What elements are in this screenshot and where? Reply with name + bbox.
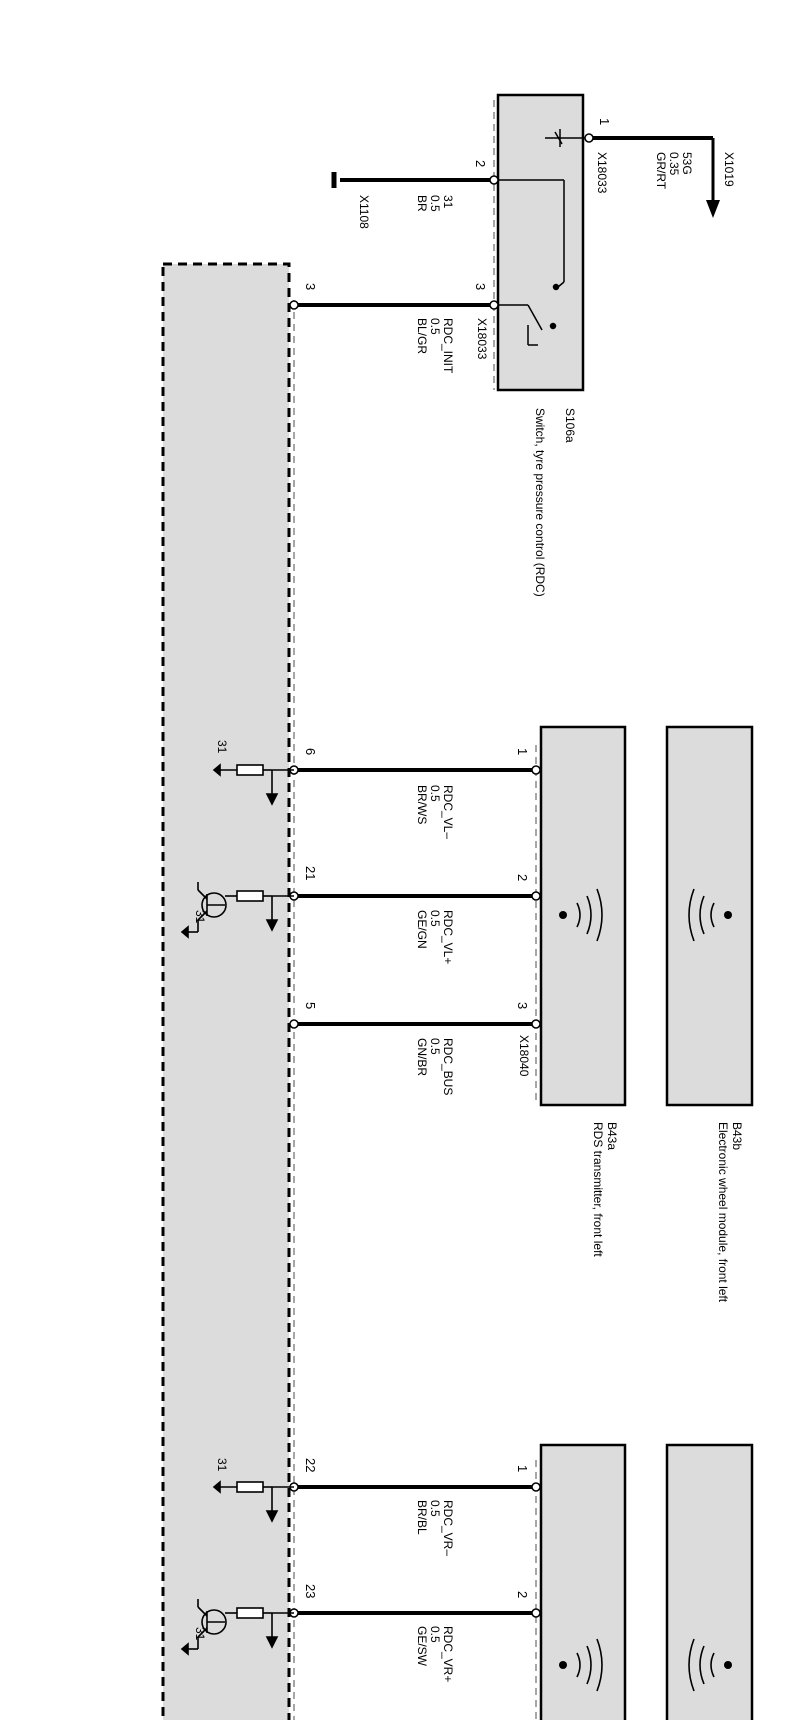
switch-connector-label-bottom: X18033 <box>475 318 489 360</box>
transmitter-fl-id: B43a <box>605 1122 619 1150</box>
switch-pin-2: 2 <box>473 160 488 167</box>
transmitter-fl-name: RDS transmitter, front left <box>591 1122 605 1257</box>
wire-rdc-vl-plus-cs: 0.5 <box>428 910 442 927</box>
wire-rdc-vr-minus-color: BR/BL <box>415 1500 429 1535</box>
wire-31-color: BR <box>415 195 429 212</box>
transmitter-fl-connector-label: X18040 <box>517 1035 531 1077</box>
x1019-label: X1019 <box>722 152 736 187</box>
switch-s106a-box <box>496 93 585 392</box>
wheel-module-b43b-box <box>665 725 754 1107</box>
wire-rdc-vl-minus-color: BR/WS <box>415 785 429 824</box>
wheel-module-fl-wave-icon <box>688 888 732 942</box>
vl-plus-transistor-circuit <box>180 882 294 939</box>
wire-rdc-vr-plus-cs: 0.5 <box>428 1626 442 1643</box>
vr-minus-resistor-circuit <box>212 1480 294 1523</box>
wire-53g-signal: 53G <box>680 152 694 175</box>
switch-mechanism <box>494 129 585 346</box>
vr-plus-transistor-circuit <box>180 1599 294 1656</box>
control-pin-3: 3 <box>303 283 318 290</box>
transmitter-fr-box <box>539 1443 627 1720</box>
wire-rdc-bus-signal: RDC_BUS <box>441 1038 455 1095</box>
tx-fr-pin-2-terminal <box>531 1608 541 1618</box>
wire-rdc-vl-minus-cs: 0.5 <box>428 785 442 802</box>
wheel-module-fr-box <box>665 1443 754 1720</box>
tx-fl-pin-1: 1 <box>515 748 530 755</box>
wire-rdc-init-color: BL/GR <box>415 318 429 354</box>
vr-plus-ground-label: 31 <box>193 1627 207 1641</box>
wheel-module-fl-name: Electronic wheel module, front left <box>716 1122 730 1303</box>
x1019-arrow-head <box>706 200 720 218</box>
switch-pin-3-terminal <box>489 300 499 310</box>
control-pin-5: 5 <box>303 1002 318 1009</box>
vl-plus-ground-label: 31 <box>193 910 207 924</box>
x1108-label: X1108 <box>357 195 371 229</box>
control-pin-23: 23 <box>303 1584 318 1598</box>
tx-fl-pin-3: 3 <box>515 1002 530 1009</box>
switch-pin-1: 1 <box>597 118 612 125</box>
switch-id: S106a <box>563 408 577 443</box>
tx-fl-pin-3-terminal <box>531 1019 541 1029</box>
transmitter-fr-wave-icon <box>559 1638 603 1692</box>
wire-31-signal: 31 <box>441 195 455 209</box>
control-pin-22: 22 <box>303 1458 318 1472</box>
wire-rdc-vr-minus-cs: 0.5 <box>428 1500 442 1517</box>
switch-pin-2-terminal <box>489 175 499 185</box>
control-pin-6: 6 <box>303 748 318 755</box>
control-pin-3-terminal <box>289 300 299 310</box>
wire-rdc-vr-minus-signal: RDC_VR– <box>441 1500 455 1556</box>
transmitter-fl-wave-icon <box>559 888 603 942</box>
wire-rdc-bus-cs: 0.5 <box>428 1038 442 1055</box>
transmitter-b43a-box <box>539 725 627 1107</box>
wire-rdc-init-signal: RDC_INIT <box>441 318 455 374</box>
vl-minus-ground-label: 31 <box>215 740 229 754</box>
wire-rdc-vr-plus-color: GE/SW <box>415 1626 429 1667</box>
tx-fr-pin-1: 1 <box>515 1465 530 1472</box>
tx-fl-pin-1-terminal <box>531 765 541 775</box>
wheel-module-fl-id: B43b <box>730 1122 744 1150</box>
wire-rdc-init-cs: 0.5 <box>428 318 442 335</box>
tx-fl-pin-2-terminal <box>531 891 541 901</box>
switch-name: Switch, tyre pressure control (RDC) <box>533 408 547 597</box>
vr-minus-ground-label: 31 <box>215 1458 229 1472</box>
wire-rdc-vl-minus-signal: RDC_VL– <box>441 785 455 839</box>
switch-pin-1-terminal <box>584 133 594 143</box>
wire-rdc-vr-plus-signal: RDC_VR+ <box>441 1626 455 1682</box>
switch-connector-label-top: X18033 <box>595 152 609 194</box>
wire-53g-color: GR/RT <box>654 152 668 190</box>
vl-minus-resistor-circuit <box>212 763 294 806</box>
control-pin-5-terminal <box>289 1019 299 1029</box>
wire-rdc-vl-plus-color: GE/GN <box>415 910 429 949</box>
wire-rdc-bus-color: GN/BR <box>415 1038 429 1076</box>
tx-fl-pin-2: 2 <box>515 874 530 881</box>
tx-fr-pin-1-terminal <box>531 1482 541 1492</box>
wire-53g-cs: 0.35 <box>667 152 681 176</box>
wheel-module-fr-wave-icon <box>688 1638 732 1692</box>
control-unit-box <box>161 262 291 1720</box>
wire-31-cs: 0.5 <box>428 195 442 212</box>
wire-rdc-vl-plus-signal: RDC_VL+ <box>441 910 455 964</box>
switch-pin-3: 3 <box>473 283 488 290</box>
control-pin-21: 21 <box>303 866 318 880</box>
tx-fr-pin-2: 2 <box>515 1591 530 1598</box>
